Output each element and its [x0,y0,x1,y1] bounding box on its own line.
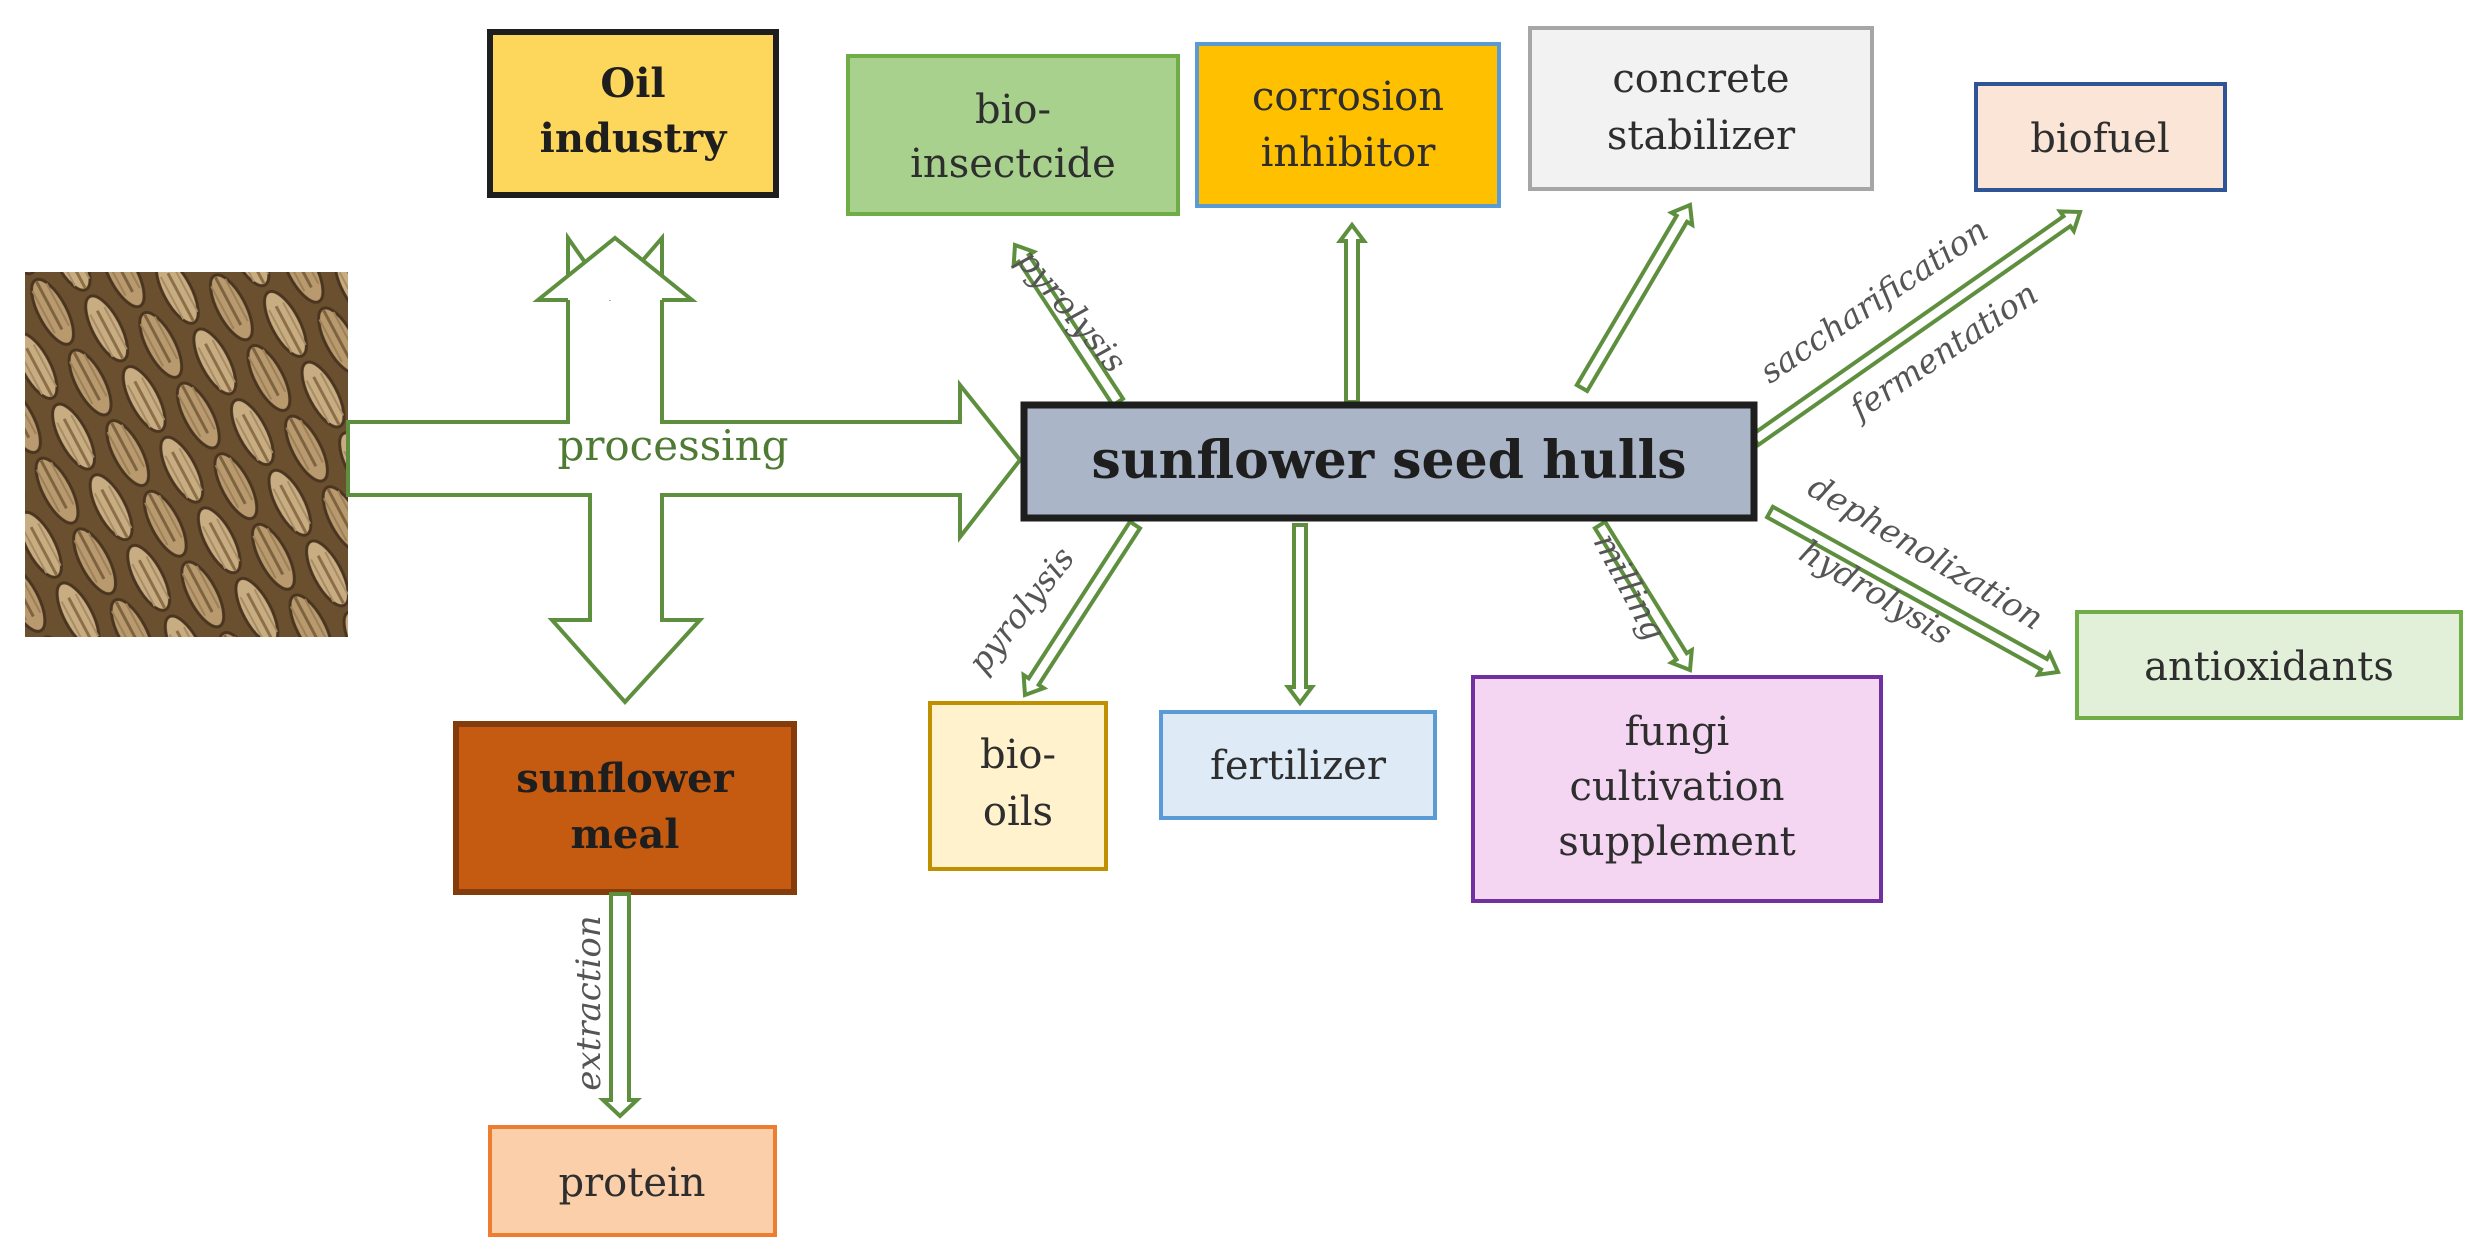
biofuel-label: biofuel [2030,116,2170,162]
arrow-to-bio-insecticide [1011,242,1126,409]
arrow-to-fungi [1592,519,1695,673]
processing-label: processing [557,421,788,470]
fertilizer-label: fertilizer [1210,743,1387,789]
bio-insecticide-line-2: insectcide [910,141,1116,187]
arrow-to-concrete-stabilizer [1574,202,1695,394]
fungi-cultivation-supplement-box: fungi cultivation supplement [1471,675,1883,903]
corrosion-inhibitor-line-1: corrosion [1252,74,1444,120]
bio-insecticide-line-1: bio- [975,87,1051,133]
sunflower-seeds-image [25,272,348,637]
arrow-to-bio-oils [1021,518,1143,698]
oil-industry-line-1: Oil [600,60,665,107]
bio-insecticide-box: bio- insectcide [846,54,1180,216]
arrow-to-antioxidants [1764,504,2061,678]
hub-label: sunflower seed hulls [1091,430,1686,491]
protein-box: protein [488,1125,777,1237]
concrete-stabilizer-line-2: stabilizer [1607,113,1796,159]
oil-industry-box: Oil industry [487,29,779,198]
arrow-to-biofuel [1748,209,2083,448]
pyrolysis-label-lower: pyrolysis [960,539,1082,680]
main-processing-arrow [346,231,1023,705]
bio-oils-box: bio- oils [928,701,1108,871]
fertilizer-box: fertilizer [1159,710,1437,820]
concrete-stabilizer-line-1: concrete [1612,56,1789,102]
antioxidants-label: antioxidants [2144,644,2394,690]
milling-label: milling [1586,526,1675,647]
oil-industry-arrow [532,235,698,302]
protein-label: protein [558,1160,705,1206]
arrow-to-corrosion-inhibitor [1336,221,1368,404]
sunflower-meal-box: sunflower meal [453,721,797,895]
antioxidants-box: antioxidants [2075,610,2463,720]
concrete-stabilizer-box: concrete stabilizer [1528,26,1874,191]
corrosion-inhibitor-box: corrosion inhibitor [1195,42,1501,208]
fungi-line-2: cultivation [1570,764,1785,810]
extraction-arrow [597,892,643,1119]
extraction-label: extraction [569,915,609,1090]
sunflower-meal-line-1: sunflower [516,755,734,802]
product-arrows [1011,202,2083,707]
corrosion-inhibitor-line-2: inhibitor [1261,130,1437,176]
bio-oils-line-2: oils [983,789,1053,835]
sunflower-meal-line-2: meal [571,811,680,858]
arrow-to-fertilizer [1284,523,1316,707]
pyrolysis-label-upper: pyrolysis [1009,241,1135,380]
bio-oils-line-1: bio- [980,732,1056,778]
hub-box: sunflower seed hulls [1020,401,1758,522]
oil-industry-line-2: industry [540,115,728,162]
biofuel-box: biofuel [1974,82,2227,192]
fungi-line-3: supplement [1558,819,1795,865]
fungi-line-1: fungi [1625,709,1730,755]
